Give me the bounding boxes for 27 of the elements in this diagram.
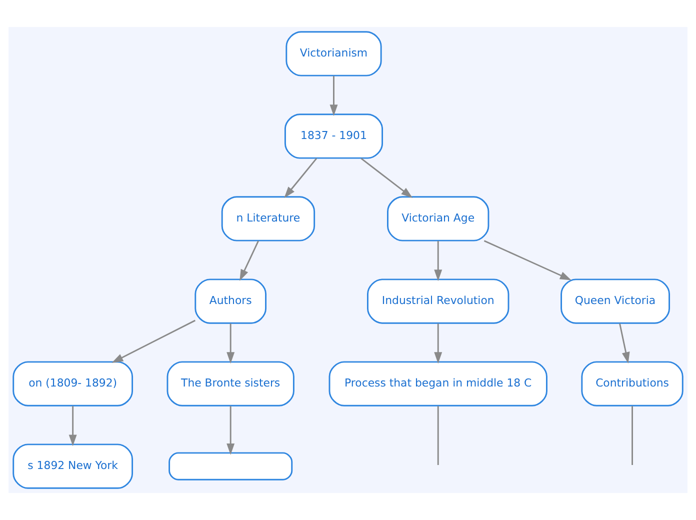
- node-box: Authors: [194, 278, 267, 324]
- node-box: [168, 452, 293, 480]
- arrow: [284, 158, 318, 198]
- node-box: s 1892 New York: [12, 444, 134, 489]
- arrow: [619, 323, 630, 364]
- node-box: The Bronte sisters: [166, 361, 294, 406]
- node-box: Victorianism: [286, 31, 382, 76]
- arrow: [330, 76, 338, 116]
- arrow: [484, 240, 572, 280]
- node-box: 1837 - 1901: [284, 114, 384, 159]
- node-box: on (1809- 1892): [12, 361, 134, 406]
- arrow: [226, 406, 235, 455]
- arrow: [112, 320, 196, 363]
- arrow: [360, 158, 413, 198]
- node-box: Process that began in middle 18 C: [328, 361, 548, 406]
- node-box: Contributions: [581, 361, 684, 406]
- arrow: [434, 324, 442, 364]
- node-box: n Literature: [221, 196, 316, 242]
- arrow: [68, 406, 77, 446]
- connector: [632, 406, 633, 465]
- arrow: [434, 241, 442, 282]
- arrow: [240, 240, 259, 281]
- node-box: Industrial Revolution: [367, 278, 510, 324]
- node-box: Queen Victoria: [560, 278, 670, 324]
- connector: [437, 406, 439, 465]
- arrow: [226, 324, 235, 364]
- node-box: Victorian Age: [387, 196, 490, 242]
